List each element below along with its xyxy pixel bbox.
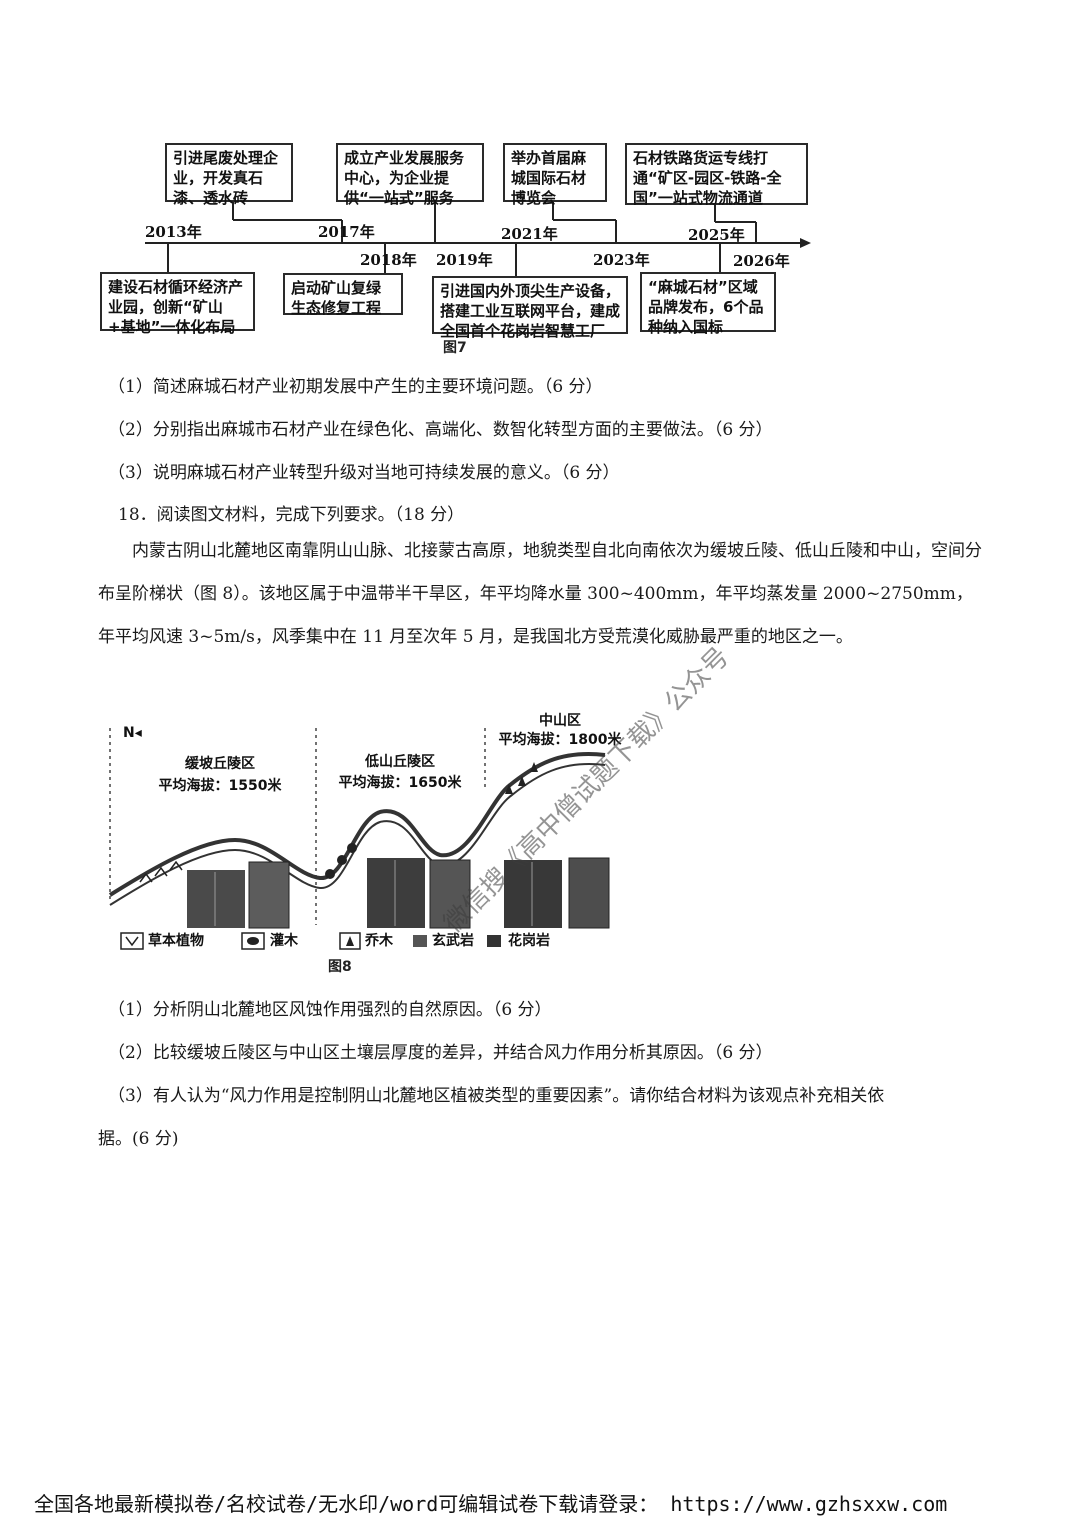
zone-low-hills-name: 低山丘陵区 xyxy=(365,754,435,770)
zone-gentle-hills-altitude: 平均海拔：1550米 xyxy=(158,778,282,794)
timeline-event-2025-top: 石材铁路货运专线打通“矿区-园区-铁路-全国”一站式物流通道 xyxy=(625,143,808,207)
download-footer: 全国各地最新模拟卷/名校试卷/无水印/word可编辑试卷下载请登录： https… xyxy=(34,1492,948,1516)
year-label: 2023年 xyxy=(593,251,650,269)
timeline-event-2026-bottom: “麻城石材”区域品牌发布，6个品种纳入国标 xyxy=(640,272,776,336)
zone-mid-mountain-name: 中山区 xyxy=(539,713,581,729)
terrain-profile xyxy=(108,728,610,950)
timeline-lines xyxy=(145,200,811,278)
north-arrow: N◂ xyxy=(123,725,142,741)
figure-7-caption: 图7 xyxy=(443,340,467,356)
q18-part2: （2）比较缓坡丘陵区与中山区土壤层厚度的差异，并结合风力作用分析其原因。（6 分… xyxy=(108,1043,773,1063)
q17-part3: （3）说明麻城石材产业转型升级对当地可持续发展的意义。（6 分） xyxy=(108,463,620,483)
legend-shrub: 灌木 xyxy=(270,933,298,949)
legend-granite: 花岗岩 xyxy=(508,933,550,949)
legend-herb: 草本植物 xyxy=(148,933,204,949)
q18-part3-line1: （3）有人认为“风力作用是控制阴山北麓地区植被类型的重要因素”。请你结合材料为该… xyxy=(108,1086,885,1106)
year-label: 2018年 xyxy=(360,251,417,269)
year-label: 2019年 xyxy=(436,251,493,269)
timeline-event-2019-top: 成立产业发展服务中心，为企业提供“一站式”服务 xyxy=(336,143,484,207)
q17-part2: （2）分别指出麻城市石材产业在绿色化、高端化、数智化转型方面的主要做法。（6 分… xyxy=(108,420,773,440)
legend-tree: 乔木 xyxy=(365,933,393,949)
figure-8-caption: 图8 xyxy=(328,959,352,975)
legend-basalt: 玄武岩 xyxy=(432,933,474,949)
q18-title: 18．阅读图文材料，完成下列要求。（18 分） xyxy=(118,505,465,525)
timeline-event-2021-bottom: 引进国内外顶尖生产设备，搭建工业互联网平台，建成全国首个花岗岩智慧工厂 xyxy=(432,276,628,340)
zone-mid-mountain-altitude: 平均海拔：1800米 xyxy=(498,732,622,748)
timeline-event-2013-bottom: 建设石材循环经济产业园，创新“矿山+基地”一体化布局 xyxy=(100,272,255,336)
q18-part1: （1）分析阴山北麓地区风蚀作用强烈的自然原因。（6 分） xyxy=(108,1000,552,1020)
timeline-event-2021-top: 举办首届麻城国际石材博览会 xyxy=(503,143,607,207)
year-label: 2013年 xyxy=(145,223,202,241)
q17-part1: （1）简述麻城石材产业初期发展中产生的主要环境问题。（6 分） xyxy=(108,377,603,397)
zone-low-hills-altitude: 平均海拔：1650米 xyxy=(338,775,462,791)
year-label: 2025年 xyxy=(688,226,745,244)
q18-material: 内蒙古阴山北麓地区南靠阴山山脉、北接蒙古高原，地貌类型自北向南依次为缓坡丘陵、低… xyxy=(98,541,982,647)
year-label: 2017年 xyxy=(318,223,375,241)
timeline-event-2013-top: 引进尾废处理企业，开发真石漆、透水砖 xyxy=(165,143,293,207)
q18-part3-line2: 据。(6 分) xyxy=(98,1129,179,1149)
year-label: 2021年 xyxy=(501,225,558,243)
zone-gentle-hills-name: 缓坡丘陵区 xyxy=(185,756,255,772)
timeline-event-2018-bottom: 启动矿山复绿生态修复工程 xyxy=(283,273,403,317)
year-label: 2026年 xyxy=(733,252,790,270)
